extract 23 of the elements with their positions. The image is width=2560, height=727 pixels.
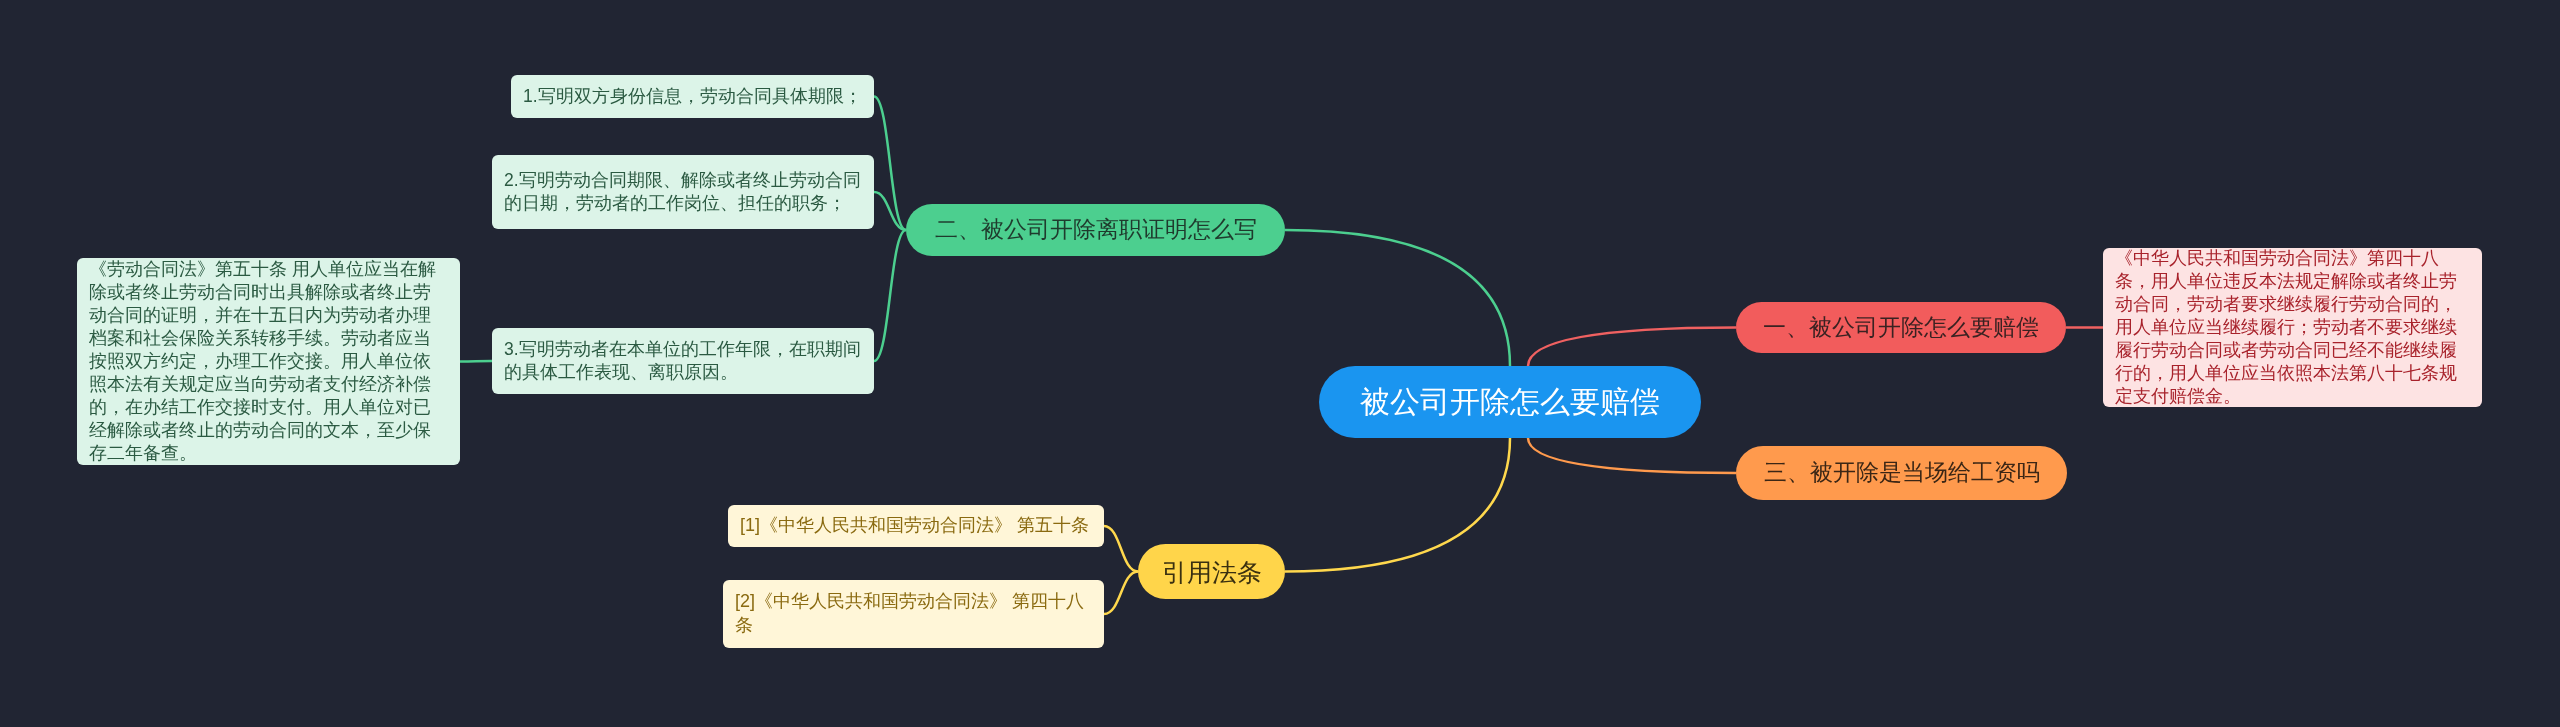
note-box: 《劳动合同法》第五十条 用人单位应当在解除或者终止劳动合同时出具解除或者终止劳动合同的证明，并在十五日内为劳动者办理档案和社会保险关系转移手续。劳动者应当按照双方约定，办理工作交接。用人单位依照本法有关规定应当向劳动者支付经济补偿的，在办结工作交接时支付。用人单位对已经解除或者终止的劳动合同的文本，至少保存二年备查。 xyxy=(77,258,460,465)
connector-line xyxy=(873,190,907,232)
connector-line xyxy=(873,228,907,363)
branch-topic: 二、被公司开除离职证明怎么写 xyxy=(906,204,1285,256)
note-box: 《中华人民共和国劳动合同法》第四十八条，用人单位违反本法规定解除或者终止劳动合同，劳动者要求继续履行劳动合同的，用人单位应当继续履行；劳动者不要求继续履行劳动合同或者劳动合同已经不能继续履行的，用人单位应当依照本法第八十七条规定支付赔偿金。 xyxy=(2103,248,2482,407)
connector-line xyxy=(2066,326,2103,329)
note-box: 3.写明劳动者在本单位的工作年限，在职期间的具体工作表现、离职原因。 xyxy=(492,328,874,394)
connector-line xyxy=(1526,326,1736,367)
branch-topic: 三、被开除是当场给工资吗 xyxy=(1736,446,2067,500)
connector-line xyxy=(1526,437,1736,475)
note-box: [1]《中华人民共和国劳动合同法》 第五十条 xyxy=(728,505,1104,547)
connector-line xyxy=(1103,524,1139,573)
connector-line xyxy=(1284,228,1512,367)
branch-topic: 一、被公司开除怎么要赔偿 xyxy=(1736,302,2066,353)
connector-line xyxy=(1103,570,1139,616)
branch-topic: 引用法条 xyxy=(1138,544,1285,599)
connector-line xyxy=(1284,437,1512,573)
note-box: [2]《中华人民共和国劳动合同法》 第四十八条 xyxy=(723,580,1104,648)
central-topic: 被公司开除怎么要赔偿 xyxy=(1319,366,1701,438)
note-box: 1.写明双方身份信息，劳动合同具体期限； xyxy=(511,75,874,118)
connector-line xyxy=(460,359,492,363)
connector-line xyxy=(873,95,907,231)
note-box: 2.写明劳动合同期限、解除或者终止劳动合同的日期，劳动者的工作岗位、担任的职务； xyxy=(492,155,874,229)
